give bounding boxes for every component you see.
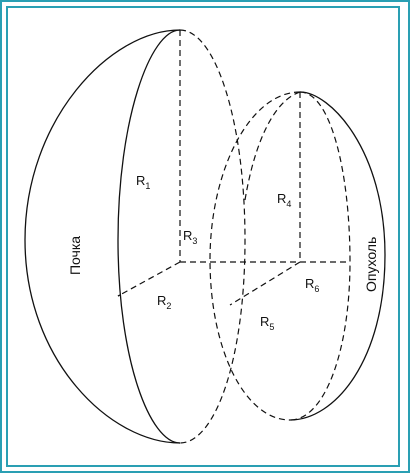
kidney-tumor-junction-top [244,91,301,201]
radius-r2-line [117,261,181,297]
tumor-label: Опухоль [363,237,379,292]
label-r4: R4 [277,191,291,209]
label-r6: R6 [305,276,319,294]
kidney-center-marker [117,294,121,297]
kidney-label: Почка [67,236,83,275]
tumor-outline [289,91,386,421]
inner-frame [6,6,400,467]
label-r1: R1 [136,173,150,191]
kidney-front-meridian [117,29,181,444]
kidney-outline [24,29,181,444]
kidney-back-meridian [179,29,246,444]
label-r5: R5 [260,314,274,332]
label-r2: R2 [157,293,171,311]
label-r3: R3 [183,228,197,246]
tumor-right-meridian [289,91,351,421]
radius-r5-line [229,261,301,306]
tumor-left-boundary [209,91,301,421]
